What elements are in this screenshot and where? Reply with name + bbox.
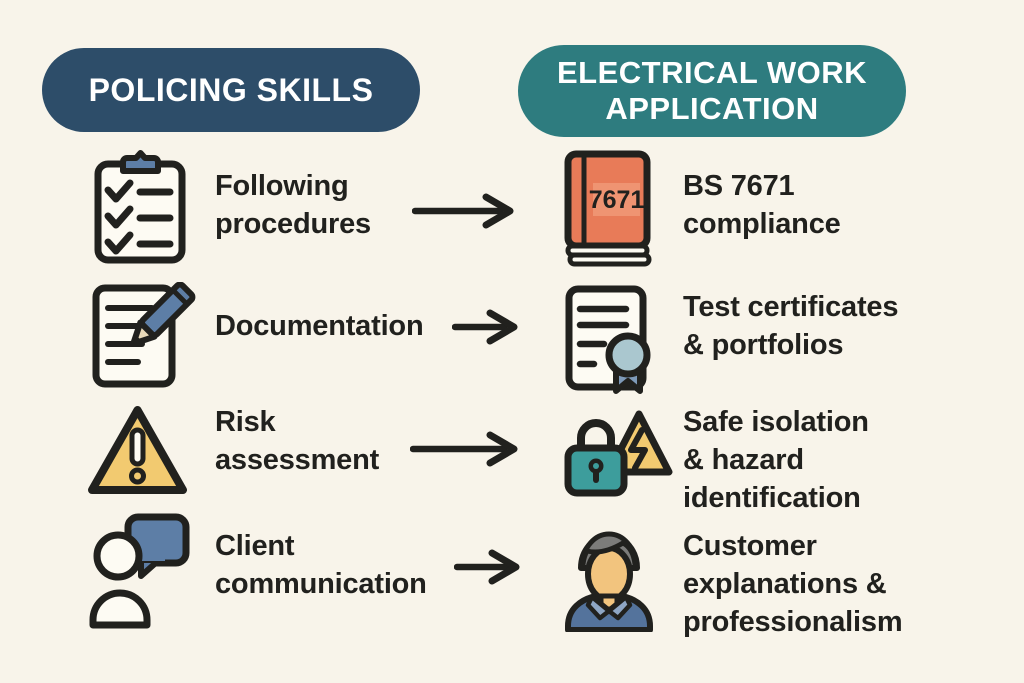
arrow-right-icon [454, 549, 520, 585]
certificate-medal-icon [565, 285, 651, 394]
arrow-right-icon [410, 431, 518, 467]
padlock-hazard-icon [564, 410, 673, 497]
warning-triangle-icon [88, 406, 187, 494]
header-electrical-work-application: ELECTRICAL WORK APPLICATION [518, 45, 906, 137]
arrow-right-icon [412, 193, 514, 229]
skill-label-client-communication: Client communication [215, 530, 427, 600]
application-label-bs7671-compliance: BS 7671 compliance [683, 170, 841, 240]
customer-avatar-icon [565, 531, 653, 632]
clipboard-checklist-icon [94, 150, 186, 264]
arrow-right-icon [452, 309, 518, 345]
person-speech-bubble-icon [89, 513, 190, 629]
regulations-book-icon: 7671 [564, 150, 652, 267]
application-label-safe-isolation: Safe isolation & hazard identification [683, 406, 869, 514]
application-label-test-certificates: Test certificates & portfolios [683, 291, 899, 361]
header-policing-skills: POLICING SKILLS [42, 48, 420, 132]
book-number-label: 7671 [589, 186, 645, 214]
application-label-customer-explanations: Customer explanations & professionalism [683, 530, 903, 638]
skill-label-risk-assessment: Risk assessment [215, 406, 380, 476]
skill-label-following-procedures: Following procedures [215, 170, 371, 240]
document-pencil-icon [92, 282, 196, 388]
skill-label-documentation: Documentation [215, 310, 424, 342]
